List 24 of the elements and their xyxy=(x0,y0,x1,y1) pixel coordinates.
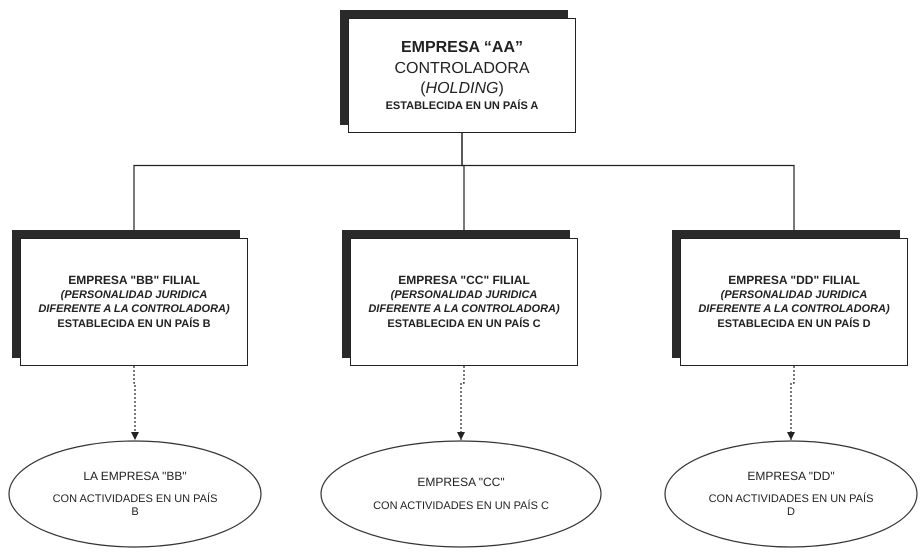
company-name: EMPRESA "CC" xyxy=(417,475,505,490)
connector-arrow xyxy=(787,366,795,440)
legal-note: (PERSONALIDAD JURIDICA DIFERENTE A LA CONTROLADORA) xyxy=(697,289,891,316)
company-name: EMPRESA "CC" FILIAL xyxy=(398,273,530,288)
connector-arrow xyxy=(131,366,139,440)
legal-note: (PERSONALIDAD JURIDICA DIFERENTE A LA CONTROLADORA) xyxy=(37,289,231,316)
company-name: EMPRESA “AA” xyxy=(400,38,524,58)
entity-ellipse xyxy=(664,440,918,548)
activity-text: CON ACTIVIDADES EN UN PAÍS C xyxy=(373,500,549,513)
country-text: ESTABLECIDA EN UN PAÍS C xyxy=(387,318,541,331)
role-text: CONTROLADORA (HOLDING) xyxy=(393,59,531,98)
company-name: EMPRESA "DD" FILIAL xyxy=(728,273,860,288)
company-name: EMPRESA "BB" FILIAL xyxy=(68,273,200,288)
country-text: ESTABLECIDA EN UN PAÍS A xyxy=(386,100,538,113)
country-text: ESTABLECIDA EN UN PAÍS B xyxy=(57,318,211,331)
entity-ellipse xyxy=(8,440,262,548)
company-name: LA EMPRESA "BB" xyxy=(83,468,187,483)
connector-arrow xyxy=(457,366,465,440)
activity-text: CON ACTIVIDADES EN UN PAÍS B xyxy=(52,493,218,520)
company-name: EMPRESA "DD" xyxy=(747,468,835,483)
country-text: ESTABLECIDA EN UN PAÍS D xyxy=(717,318,871,331)
legal-note: (PERSONALIDAD JURIDICA DIFERENTE A LA CONTROLADORA) xyxy=(367,289,561,316)
activity-text: CON ACTIVIDADES EN UN PAÍS D xyxy=(708,493,874,520)
entity-ellipse xyxy=(320,440,602,548)
